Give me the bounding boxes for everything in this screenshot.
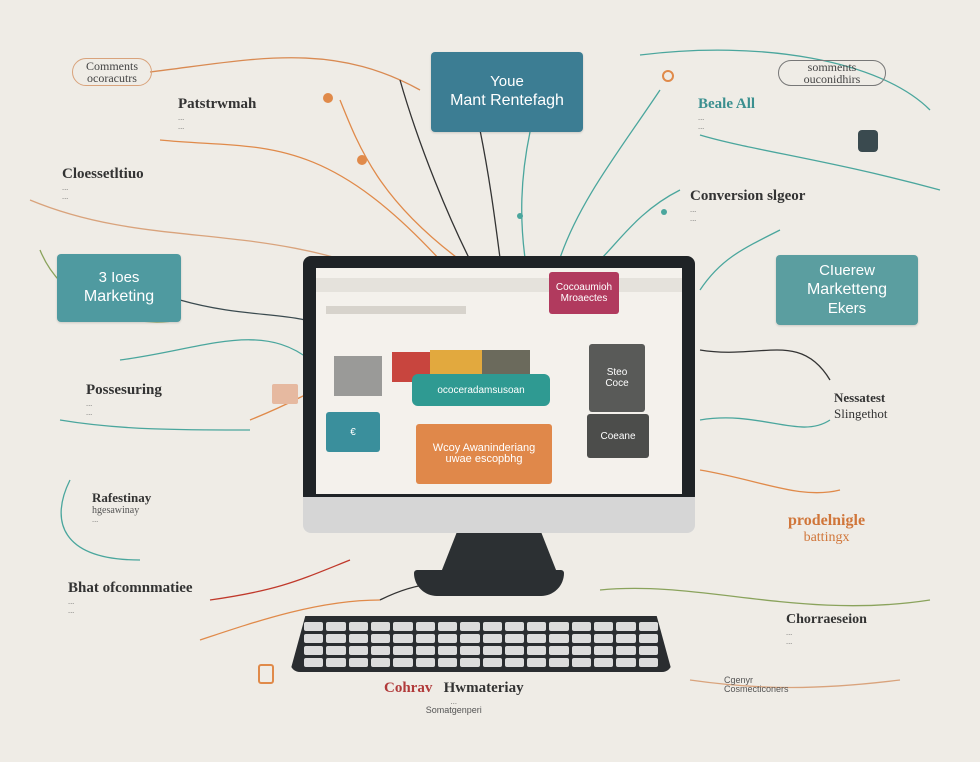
connector xyxy=(479,129,501,259)
connector xyxy=(599,587,931,607)
connector xyxy=(699,229,781,291)
connector xyxy=(399,79,471,261)
label-conversion: Conversion slgeor ... ... xyxy=(690,188,806,223)
connector xyxy=(159,139,441,261)
connector xyxy=(209,559,351,601)
connector xyxy=(699,134,941,191)
connector xyxy=(699,469,841,494)
screen-column xyxy=(334,356,382,396)
connector xyxy=(599,189,681,261)
connector xyxy=(521,131,531,259)
label-rafestriay: Rafestinay hgesawinay ... xyxy=(92,490,152,524)
plant-icon xyxy=(858,130,878,152)
label-bottom-center: Cohrav Hwmateriay ... Somatgenperi xyxy=(384,680,524,715)
connector xyxy=(149,57,421,91)
badge-icon xyxy=(258,664,274,684)
gear-icon xyxy=(662,70,674,82)
connector xyxy=(119,339,311,361)
monitor-bezel xyxy=(303,497,695,533)
label-patstrowmah: Patstrwmah ... ... xyxy=(178,96,257,131)
connector xyxy=(559,89,661,259)
label-chorrateion: Chorraeseion ... ... xyxy=(786,612,867,646)
top-header-box: Youe Mant Rentefagh xyxy=(431,52,583,132)
label-closeestlion: Cloessetltiuo ... ... xyxy=(62,166,144,201)
connector xyxy=(639,49,931,111)
keyboard-keys xyxy=(304,622,658,667)
label-possessuring: Possesuring ... ... xyxy=(86,382,162,417)
screen-teal-card: ococeradamsusoan xyxy=(412,374,550,406)
label-bottom-right-small: Cgenyr Cosmecticoners xyxy=(724,675,789,694)
label-bhat: Bhat ofcomnmatiee ... ... xyxy=(68,580,193,615)
connector xyxy=(689,679,901,689)
label-nessatest: Nessatest Slingethot xyxy=(834,390,888,421)
screen-grey-card-2: Coeane xyxy=(587,414,649,458)
connector xyxy=(60,479,141,561)
folder-icon xyxy=(272,384,298,404)
screen-small-teal-card: € xyxy=(326,412,380,452)
browser-address xyxy=(326,306,466,314)
left-marketing-box: 3 Ioes Marketing xyxy=(57,254,181,322)
connector xyxy=(339,99,461,261)
browser-bar xyxy=(316,278,682,292)
monitor-stand-base xyxy=(414,570,564,596)
connector xyxy=(699,417,831,428)
connector xyxy=(59,419,251,431)
right-marketing-box: CIuerew Marketteng Ekers xyxy=(776,255,918,325)
connector xyxy=(199,599,381,641)
monitor-stand-neck xyxy=(440,533,558,575)
label-productigle: prodelnigle battingx xyxy=(788,512,866,545)
label-beale-all: Beale All ... ... xyxy=(698,96,756,131)
connector xyxy=(699,349,831,381)
